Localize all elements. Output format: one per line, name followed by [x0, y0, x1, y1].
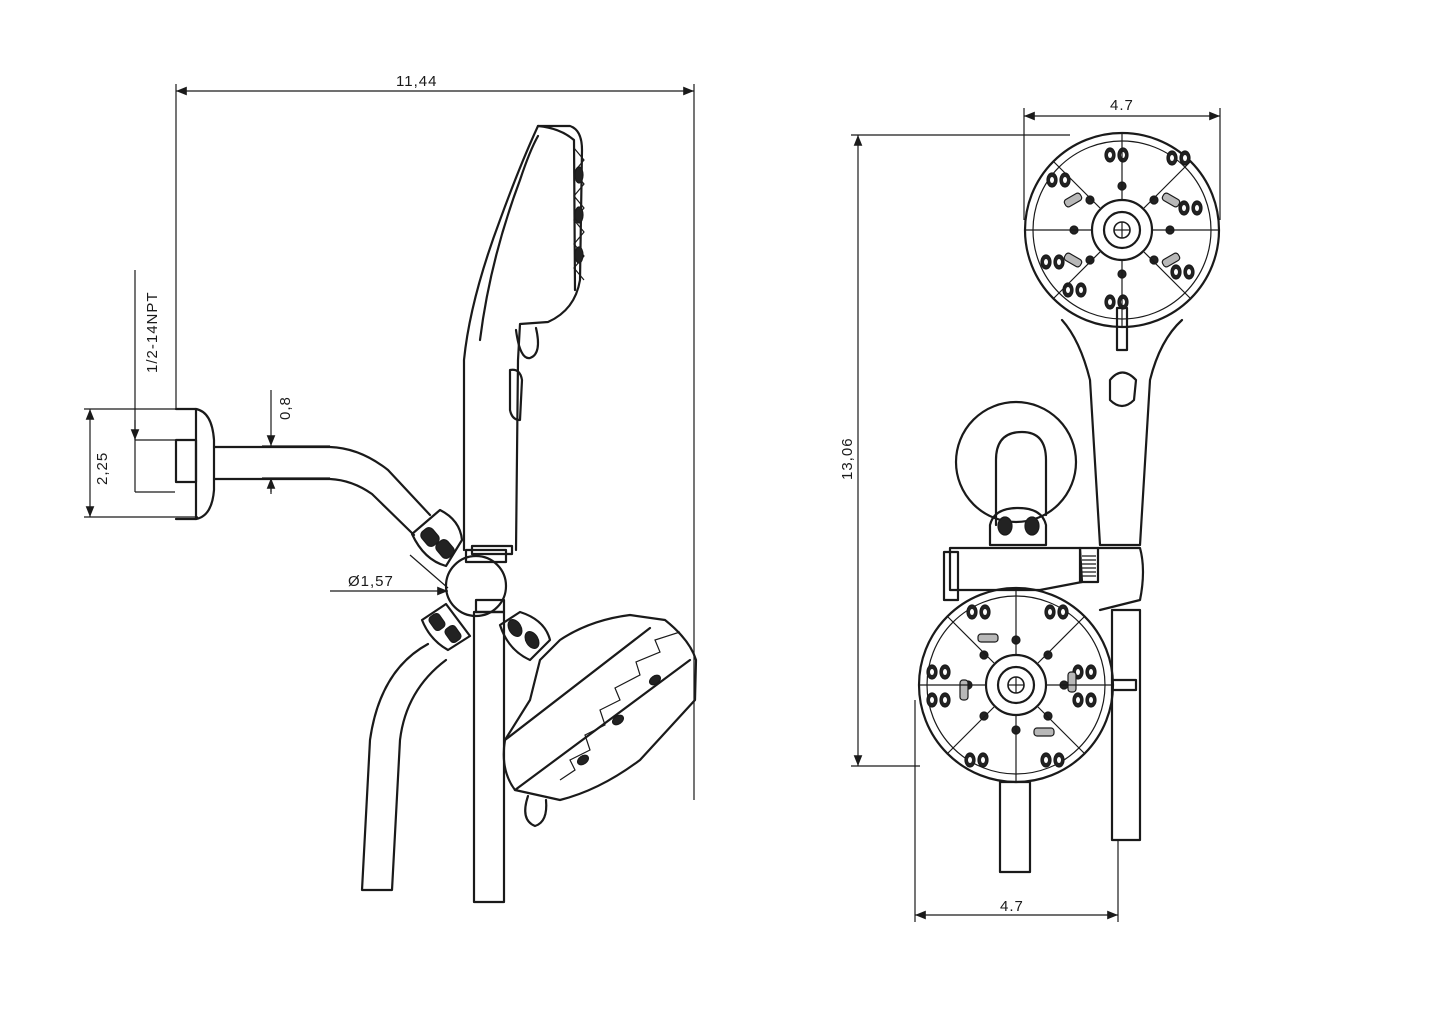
mount-bracket — [942, 546, 1145, 612]
shower-arm — [212, 445, 432, 537]
flange-height-label: 2,25 — [94, 452, 111, 485]
thread-dimension: 1/2-14NPT — [130, 270, 175, 493]
side-view: 11,44 1/2-14NPT 2,25 0,8 — [84, 73, 698, 904]
ball-diameter-label: Ø1,57 — [348, 573, 394, 590]
overall-height-dimension: 13,06 — [839, 134, 1070, 767]
front-view: 4.7 13,06 4.7 — [839, 97, 1221, 922]
front-flange-and-arm — [954, 400, 1078, 547]
fixed-head-width-label: 4.7 — [1000, 898, 1024, 915]
hand-shower-front — [1023, 131, 1221, 842]
fixed-head-width-dimension: 4.7 — [914, 700, 1119, 922]
fixed-head-front — [917, 586, 1138, 874]
fixed-head-nozzles — [919, 588, 1113, 782]
overall-width-dimension: 11,44 — [175, 73, 695, 800]
hand-shower-face-texture — [573, 147, 585, 281]
handshower-width-label: 4.7 — [1110, 97, 1134, 114]
diverter-ball — [444, 548, 508, 618]
wall-flange — [174, 407, 216, 521]
hand-shower-side — [462, 124, 585, 904]
hand-shower-nozzles — [1025, 133, 1219, 327]
overall-width-label: 11,44 — [396, 73, 437, 90]
arm-diameter-label: 0,8 — [277, 396, 294, 420]
fixed-head-side — [498, 610, 698, 828]
flange-height-dimension: 2,25 — [84, 408, 198, 518]
handshower-width-dimension: 4.7 — [1023, 97, 1221, 220]
hose-connector — [360, 602, 472, 892]
swivel-nut — [410, 508, 464, 568]
thread-label: 1/2-14NPT — [144, 291, 161, 373]
overall-height-label: 13,06 — [839, 437, 856, 480]
ball-diameter-dimension: Ø1,57 — [330, 554, 449, 596]
